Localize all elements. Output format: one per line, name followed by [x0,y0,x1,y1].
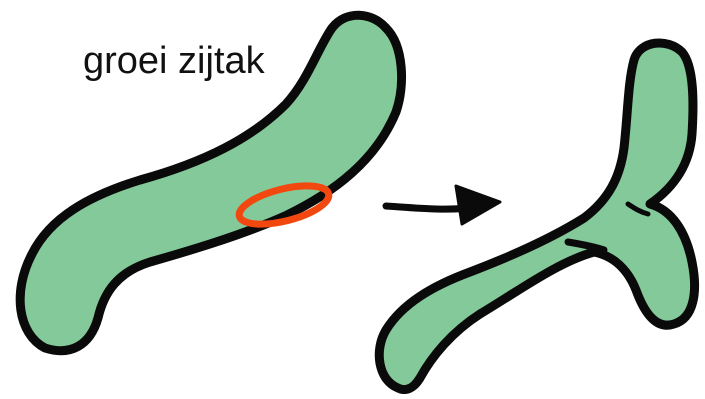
arrow-head [456,186,500,224]
hypha-after [379,43,694,390]
diagram-label: groei zijtak [83,38,265,84]
transition-arrow [386,186,500,224]
